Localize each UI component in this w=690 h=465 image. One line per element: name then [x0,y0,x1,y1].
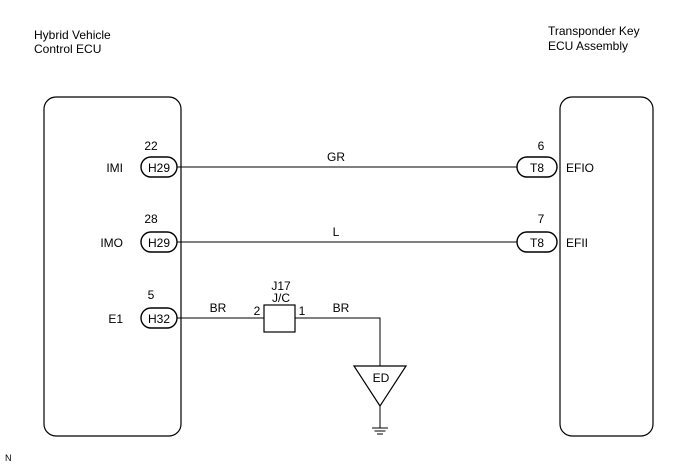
pin-number-22: 22 [144,139,158,153]
junction-name-label: J17 [271,279,291,293]
wire-color-br-right: BR [333,301,350,315]
right-ecu-title-line1: Transponder Key [548,24,640,38]
signal-efio-label: EFIO [566,161,594,175]
signal-imo-label: IMO [100,236,123,250]
connector-h29-imi-label: H29 [148,161,170,175]
wire-color-gr: GR [327,150,345,164]
connector-h32-label: H32 [148,312,170,326]
connector-h29-imo [140,231,178,253]
hybrid-vehicle-ecu-box [43,96,182,437]
left-ecu-title-line2: Control ECU [34,42,101,56]
left-ecu-title-line1: Hybrid Vehicle [34,28,111,42]
wire-j17-to-ground [295,317,381,366]
signal-e1-label: E1 [108,312,123,326]
connector-t8-efio-label: T8 [530,161,544,175]
connector-h29-imi [140,156,178,178]
signal-efii-label: EFII [566,236,588,250]
junction-pin-in-label: 2 [254,304,261,318]
connector-t8-efii-label: T8 [530,236,544,250]
connector-t8-efio [516,156,558,178]
junction-pin-out-label: 1 [299,304,306,318]
pin-number-5: 5 [148,288,155,302]
corner-mark: N [5,453,12,463]
ground-point-label: ED [373,371,390,385]
pin-number-6: 6 [538,139,545,153]
signal-imi-label: IMI [106,161,123,175]
ground-symbol-icon [372,406,388,435]
ground-point-triangle [352,365,408,408]
wire-color-l: L [333,225,340,239]
junction-connector-box [263,304,296,333]
pin-number-28: 28 [144,212,158,226]
transponder-key-ecu-box [559,96,654,437]
wire-color-br-left: BR [210,301,227,315]
connector-t8-efii [516,231,558,253]
pin-number-7: 7 [538,212,545,226]
connector-h29-imo-label: H29 [148,236,170,250]
connector-h32 [140,307,178,329]
junction-type-label: J/C [272,291,290,305]
right-ecu-title-line2: ECU Assembly [548,39,628,53]
